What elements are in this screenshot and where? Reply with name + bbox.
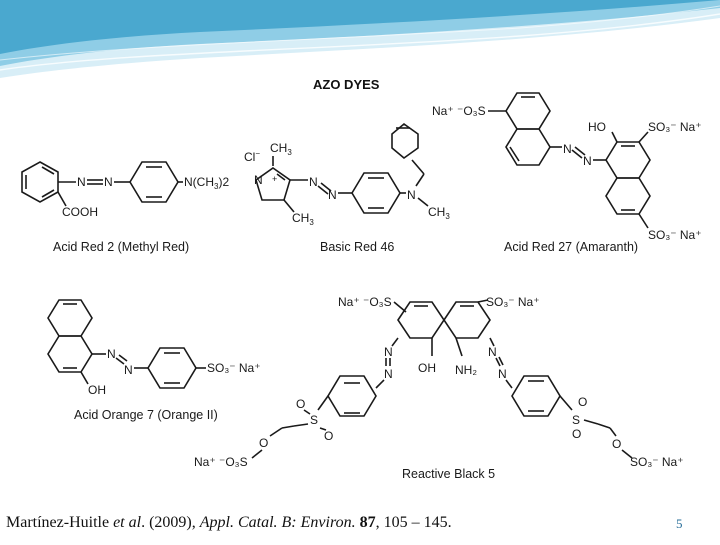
structure-reactive-black-5: Na⁺ ⁻O₃S SO₃⁻ Na⁺ OH NH₂ N N S O O O Na⁺ [194,295,684,469]
structure-acid-red-2: N N N(CH3)2 COOH [21,161,229,219]
benzene-ring-left [327,375,377,417]
naphthalene-ring-b [47,335,93,373]
azo-n-right-2: N [498,367,507,381]
plus-charge: + [272,174,277,184]
benzene-ring [129,161,179,203]
azo-n-1: N [77,175,86,189]
citation-pages: , 105 – 145. [375,514,452,531]
azo-n-left-1: N [384,345,393,359]
caption-reactive-black-5: Reactive Black 5 [402,467,495,481]
azo-n-2: N [328,188,337,202]
structure-acid-red-27: Na⁺ ⁻O₃S N N HO SO₃⁻ Na⁺ SO₃⁻ Na⁺ [432,92,702,242]
header-wave [0,0,720,78]
citation-etal: et al [113,514,142,531]
amino-label: NH₂ [455,363,477,377]
sulfonate-label: SO₃⁻ Na⁺ [207,361,261,375]
sulfonyl-s-right: S [572,413,580,427]
sulfonyl-o-right-1: O [578,395,587,409]
benzene-ring [147,347,197,389]
hydroxyl-label: OH [88,383,106,397]
sulfonate-right-label: SO₃⁻ Na⁺ [648,120,702,134]
naphthalene-ring-b [505,128,551,166]
sulfonyl-s-left: S [310,413,318,427]
benzene-ring [21,161,59,203]
triazolium-ring [255,167,291,201]
naphthol-ring-b [605,177,651,215]
sulfonate-bottom-label: SO₃⁻ Na⁺ [648,228,702,242]
caption-acid-orange-7: Acid Orange 7 (Orange II) [74,408,218,422]
sulfonyl-o-right-2: O [572,427,581,441]
hydroxyl-label: HO [588,120,606,134]
hydroxyl-label: OH [418,361,436,375]
ether-o-right: O [612,437,621,451]
end-sulfonate-left: Na⁺ ⁻O₃S [194,455,248,469]
structure-basic-red-46: Cl− CH3 N + CH3 N N N CH3 [244,122,450,227]
benzene-ring [351,172,401,214]
n-methyl-label: CH3 [428,205,450,221]
sulfonate-right-label: SO₃⁻ Na⁺ [486,295,540,309]
azo-n-2: N [124,363,133,377]
structure-acid-orange-7: N N SO₃⁻ Na⁺ OH [47,299,261,397]
citation-authors: Martínez-Huitle [6,514,114,531]
caption-basic-red-46: Basic Red 46 [320,240,394,254]
citation: Martínez-Huitle et al. (2009), Appl. Cat… [6,514,452,532]
dimethylamino-label: N(CH3)2 [184,175,229,191]
azo-n-1: N [107,347,116,361]
benzene-ring-right [511,375,561,417]
slide-title: AZO DYES [313,77,380,92]
page-number: 5 [676,516,683,531]
naphthalene-ring-a [47,299,93,337]
ether-o-left: O [259,436,268,450]
methyl-top-label: CH3 [270,141,292,157]
end-sulfonate-right: SO₃⁻ Na⁺ [630,455,684,469]
naphthalene-ring-a [397,301,445,339]
azo-n-left-2: N [384,367,393,381]
citation-journal: Appl. Catal. B: Environ. [199,514,356,531]
citation-year: . (2009), [141,514,200,531]
naphthalene-ring-a [505,92,551,130]
sulfonate-left-label: Na⁺ ⁻O₃S [338,295,392,309]
azo-n-right-1: N [488,345,497,359]
sulfonate-top-label: Na⁺ ⁻O₃S [432,104,486,118]
naphthalene-ring-b [443,301,491,339]
methyl-bottom-label: CH3 [292,211,314,227]
azo-n-2: N [104,175,113,189]
caption-acid-red-2: Acid Red 2 (Methyl Red) [53,240,189,254]
chloride-label: Cl− [244,149,260,164]
sulfonyl-o-left-2: O [324,429,333,443]
azo-n-1: N [563,142,572,156]
citation-volume: 87 [355,514,376,531]
azo-n-2: N [583,154,592,168]
triazole-n-label: N [254,173,263,187]
sulfonyl-o-left-1: O [296,397,305,411]
amine-n-label: N [407,188,416,202]
benzyl-ring [391,122,419,160]
naphthol-ring-a [605,141,651,179]
caption-acid-red-27: Acid Red 27 (Amaranth) [504,240,638,254]
carboxyl-label: COOH [62,205,98,219]
azo-n-1: N [309,175,318,189]
